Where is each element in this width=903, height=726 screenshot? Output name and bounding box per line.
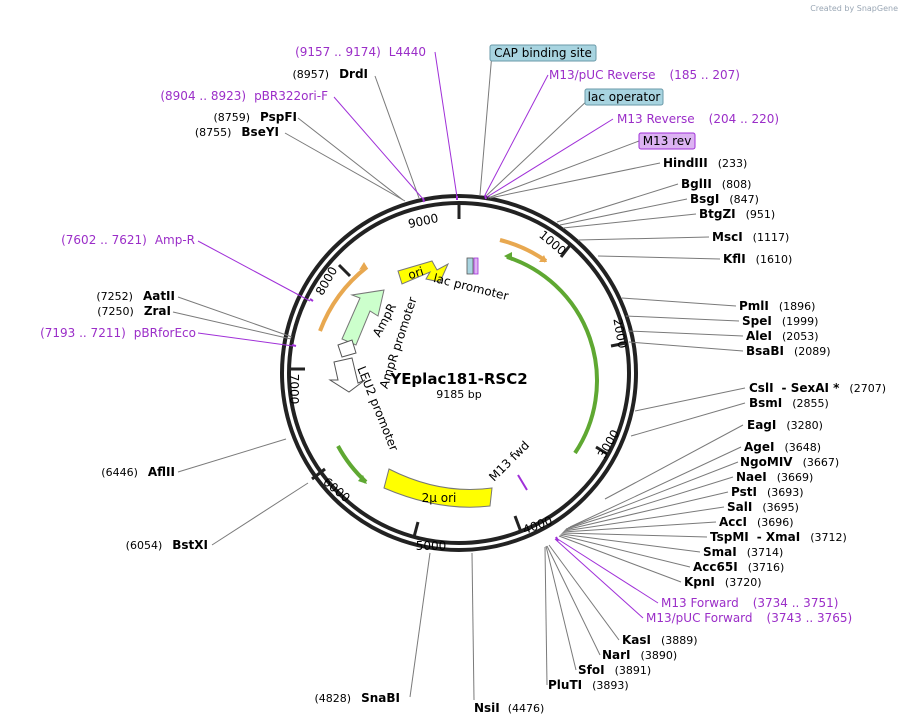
m13-fwd-mark: [517, 474, 528, 491]
svg-text:M13 rev: M13 rev: [643, 134, 692, 148]
orange-arrowhead-left: [359, 262, 367, 270]
leader-lines: [172, 51, 746, 701]
plasmid-name: YEplac181-RSC2: [389, 370, 527, 388]
m13-rev-box: M13 rev: [638, 132, 696, 150]
site-label-l4440: (9157 .. 9174)L4440: [295, 45, 426, 59]
plasmid-size: 9185 bp: [436, 388, 481, 401]
site-label-agei: AgeI(3648): [744, 440, 821, 454]
cap-binding-site-box: CAP binding site: [489, 44, 597, 62]
site-label-hindiii: HindIII(233): [663, 156, 747, 170]
site-label-bglii: BglII(808): [681, 177, 751, 191]
site-label-m13-puc-forward: M13/pUC Forward(3743 .. 3765): [646, 611, 852, 625]
site-label-naei: NaeI(3669): [736, 470, 813, 484]
backbone-markers: [291, 194, 559, 542]
site-label-btgzi: BtgZI(951): [699, 207, 775, 221]
site-label-pbrforeco: (7193 .. 7211)pBRforEco: [40, 326, 196, 340]
site-label-aatii: (7252)AatII: [96, 289, 175, 303]
site-label-bseyi: (8755)BseYI: [195, 125, 279, 139]
site-label-bsgi: BsgI(847): [690, 192, 759, 206]
site-label-acci: AccI(3696): [719, 515, 794, 529]
site-label-kpni: KpnI(3720): [684, 575, 761, 589]
svg-text:CAP binding site: CAP binding site: [494, 46, 592, 60]
tick-label-5000: 5000: [416, 539, 447, 553]
site-label-nari: NarI(3890): [602, 648, 677, 662]
site-label-kasi: KasI(3889): [622, 633, 698, 647]
site-label-pbr322ori-f: (8904 .. 8923)pBR322ori-F: [160, 89, 328, 103]
green-arrowhead-bottom: [358, 475, 367, 484]
site-label-acc65i: Acc65I(3716): [693, 560, 784, 574]
lac-boxes: [466, 257, 479, 275]
green-arrowhead-top: [504, 252, 512, 261]
site-label-m13-puc-reverse: M13/pUC Reverse(185 .. 207): [549, 68, 740, 82]
site-label-pmli: PmlI(1896): [739, 299, 815, 313]
site-label-amp-r: (7602 .. 7621)Amp-R: [61, 233, 195, 247]
orange-arrowhead-right: [539, 255, 547, 262]
two-mu-ori-feature: 2µ ori: [383, 468, 493, 508]
lac-promoter-label: lac promoter: [432, 271, 510, 303]
site-label-psti: PstI(3693): [731, 485, 804, 499]
site-label-drdi: (8957)DrdI: [292, 67, 368, 81]
site-label-kfli: KflI(1610): [723, 252, 792, 266]
site-label-eagi: EagI(3280): [747, 418, 823, 432]
site-label-ngomiv: NgoMIV(3667): [740, 455, 839, 469]
site-label-msci: MscI(1117): [712, 230, 789, 244]
site-label-tspmi-xmai: TspMI- XmaI(3712): [710, 530, 847, 544]
site-label-sfoi: SfoI(3891): [578, 663, 651, 677]
snapgene-credit: Created by SnapGene: [810, 4, 898, 13]
left-labels: (9157 .. 9174)L4440 (8957)DrdI (8904 .. …: [40, 45, 544, 715]
ori-label: ori: [406, 264, 425, 282]
tick-label-3000: 3000: [595, 427, 622, 460]
site-label-nsii: NsiI(4476): [474, 701, 544, 715]
site-label-m13-forward: M13 Forward(3734 .. 3751): [661, 596, 838, 610]
tick-label-2000: 2000: [610, 317, 629, 350]
site-label-pspfi: (8759)PspFI: [213, 110, 297, 124]
svg-text:lac operator: lac operator: [588, 90, 661, 104]
site-label-aflii: (6446)AflII: [101, 465, 175, 479]
m13-fwd-label: M13 fwd: [486, 438, 532, 484]
two-mu-ori-label: 2µ ori: [422, 491, 457, 505]
site-label-snabi: (4828)SnaBI: [315, 691, 400, 705]
tick-label-7000: 7000: [287, 374, 301, 405]
site-label-zrai: (7250)ZraI: [97, 304, 171, 318]
tick-label-9000: 9000: [407, 211, 440, 231]
site-label-m13-reverse: M13 Reverse(204 .. 220): [617, 112, 779, 126]
site-label-pluti: PluTI(3893): [548, 678, 629, 692]
tick-marks: [289, 203, 627, 538]
site-label-sali: SalI(3695): [727, 500, 799, 514]
site-label-spei: SpeI(1999): [742, 314, 818, 328]
right-labels: CAP binding site M13/pUC Reverse(185 .. …: [489, 44, 886, 692]
site-label-bsabi: BsaBI(2089): [746, 344, 831, 358]
site-label-alei: AleI(2053): [746, 329, 819, 343]
ori-feature: ori: [397, 260, 450, 285]
lac-operator-box: lac operator: [584, 88, 664, 106]
site-label-smai: SmaI(3714): [703, 545, 783, 559]
site-label-bstxi: (6054)BstXI: [126, 538, 208, 552]
site-label-bsmi: BsmI(2855): [749, 396, 829, 410]
site-label-csli-sexai: CslI- SexAI *(2707): [749, 381, 886, 395]
